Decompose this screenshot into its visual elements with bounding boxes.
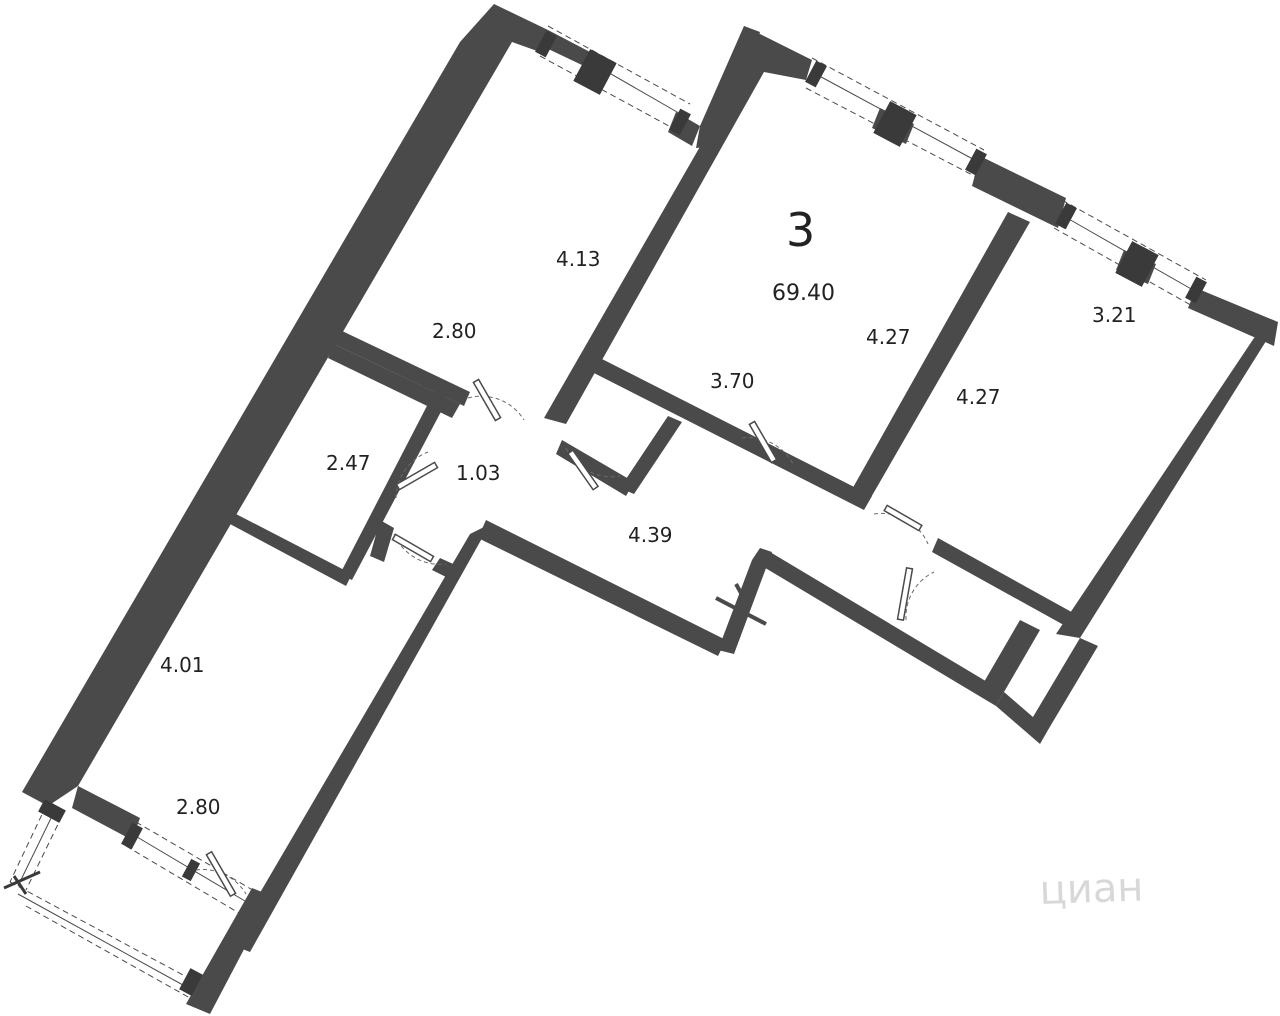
door-right-bedroom: [873, 504, 929, 545]
wall-kitchen-bottom: [72, 786, 140, 840]
labels: 3 69.40 4.13 2.80 4.27 3.70 3.21 4.27 2.…: [160, 203, 1144, 914]
wall-right-exterior: [1056, 322, 1278, 638]
dim-bedroom-top-left-length: 4.13: [556, 247, 601, 271]
wall-kitchen-right: [230, 524, 490, 952]
wall-closet-right: [620, 416, 682, 494]
door-top-left-bedroom: [467, 378, 525, 422]
doors: [195, 378, 935, 898]
dim-bathroom: 2.47: [326, 451, 371, 475]
dim-bedroom-right-length: 4.27: [956, 385, 1001, 409]
dim-living-room-width: 4.27: [866, 325, 911, 349]
vent-6: [1013, 585, 1031, 603]
wall-bedroom-living-divider-2: [724, 26, 760, 100]
window-right-bedroom: [1053, 199, 1207, 309]
vent-3: [433, 381, 451, 399]
room-count: 3: [786, 203, 815, 257]
wall-bath-top: [328, 344, 460, 418]
door-bathroom: [395, 451, 439, 499]
windows: [3, 25, 1207, 999]
wall-storage-bottom: [996, 692, 1048, 744]
door-kitchen: [195, 850, 247, 898]
vent-5: [995, 573, 1013, 591]
dim-kitchen-width: 2.80: [176, 795, 221, 819]
wall-hall-right-piece: [932, 538, 1086, 634]
balcony-glazing: [3, 799, 203, 999]
dim-bedroom-right-width: 3.21: [1092, 303, 1137, 327]
total-area: 69.40: [772, 281, 835, 306]
walls: [22, 4, 1278, 1014]
dim-bedroom-top-left-width: 2.80: [432, 319, 477, 343]
door-wc: [391, 533, 447, 565]
wall-bath-bottom: [230, 514, 352, 586]
wall-living-top-2: [972, 156, 1066, 228]
dim-hallway: 4.39: [628, 523, 673, 547]
vent-1: [397, 361, 415, 379]
watermark: циан: [1039, 864, 1144, 914]
dim-living-room-length: 3.70: [710, 369, 755, 393]
dim-wc: 1.03: [456, 461, 501, 485]
dim-kitchen-length: 4.01: [160, 653, 205, 677]
door-living: [741, 420, 795, 467]
wall-hall-corner: [370, 520, 394, 562]
wall-right-bedroom-top-2: [1188, 288, 1278, 346]
wall-hallway-lower: [478, 520, 726, 656]
door-closet: [565, 447, 621, 491]
vent-4: [977, 563, 995, 581]
entrance-door: [715, 583, 767, 626]
wall-storage-right: [1030, 638, 1098, 730]
wall-bath-right: [340, 400, 444, 580]
window-kitchen: [121, 821, 257, 917]
window-top-left: [535, 25, 691, 136]
wall-storage-inner: [984, 620, 1040, 692]
door-storage: [896, 567, 935, 621]
wall-bedroom-living-divider: [544, 26, 812, 424]
wall-living-right-divider: [846, 212, 1030, 506]
vents: [397, 361, 1031, 603]
wall-left-exterior: [22, 4, 548, 806]
vent-2: [415, 371, 433, 389]
wall-kitchen-lower-right: [186, 888, 272, 1014]
wall-closet-top: [588, 356, 872, 510]
window-living: [805, 57, 987, 179]
wall-hallway-bottom: [762, 552, 1004, 706]
